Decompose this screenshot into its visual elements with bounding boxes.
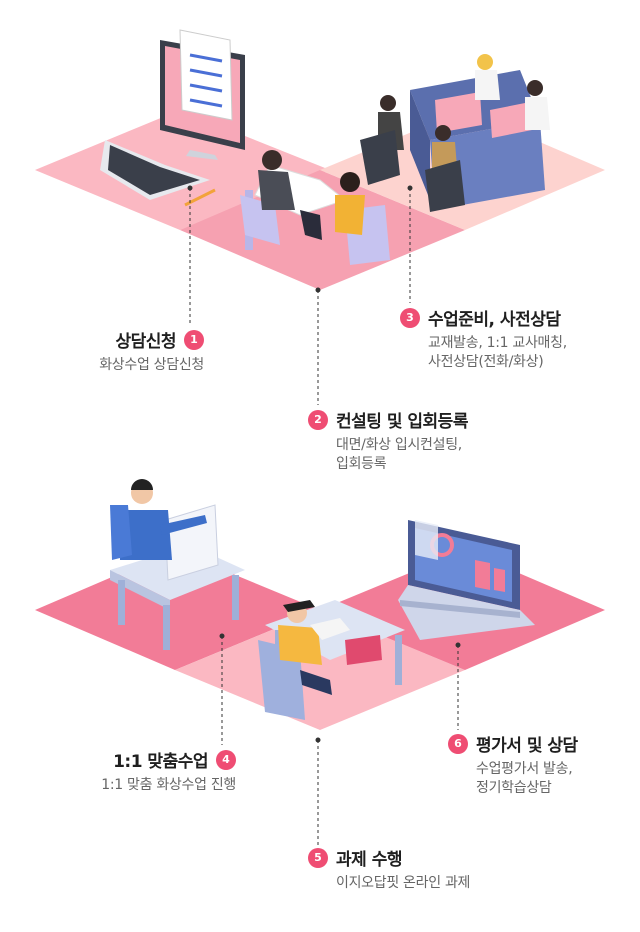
step-5-title: 과제 수행	[336, 850, 402, 870]
step-5-desc: 이지오답핏 온라인 과제	[336, 875, 471, 891]
connector-lines	[189, 188, 459, 845]
step-1-badge: 1	[184, 329, 204, 350]
step-6: 6 평가서 및 상담 수업평가서 발송, 정기학습상담	[448, 731, 578, 798]
step-2: 2 컨설팅 및 입회등록 대면/화상 입시컨설팅, 입회등록	[308, 407, 468, 474]
step-1: 상담신청 1 화상수업 상담신청	[99, 327, 204, 375]
step-4-badge: 4	[216, 749, 236, 770]
step-6-title: 평가서 및 상담	[476, 736, 578, 756]
computer-illustration	[100, 29, 245, 207]
consulting-illustration	[240, 150, 390, 265]
step-5: 5 과제 수행 이지오답핏 온라인 과제	[308, 845, 470, 893]
call-center-illustration	[360, 54, 550, 212]
step-4-desc: 1:1 맞춤 화상수업 진행	[101, 777, 236, 793]
connector-dots	[187, 185, 461, 743]
step-5-badge: 5	[308, 847, 328, 868]
laptop-illustration	[398, 520, 535, 640]
step-3-badge: 3	[400, 307, 420, 328]
step-4-title: 1:1 맞춤수업	[113, 752, 208, 772]
step-3-title: 수업준비, 사전상담	[428, 310, 561, 330]
step-3: 3 수업준비, 사전상담 교재발송, 1:1 교사매칭, 사전상담(전화/화상)	[400, 305, 567, 372]
tile-step-1	[35, 110, 330, 230]
step-1-desc: 화상수업 상담신청	[99, 357, 204, 373]
step-4: 1:1 맞춤수업 4 1:1 맞춤 화상수업 진행	[101, 747, 236, 795]
student-illustration	[258, 600, 405, 720]
step-3-desc: 교재발송, 1:1 교사매칭, 사전상담(전화/화상)	[428, 335, 567, 370]
step-1-title: 상담신청	[115, 332, 176, 352]
teacher-illustration	[110, 479, 245, 650]
step-6-badge: 6	[448, 733, 468, 754]
step-6-desc: 수업평가서 발송, 정기학습상담	[476, 761, 573, 796]
step-2-badge: 2	[308, 409, 328, 430]
step-2-desc: 대면/화상 입시컨설팅, 입회등록	[336, 437, 462, 472]
step-2-title: 컨설팅 및 입회등록	[336, 412, 468, 432]
tile-step-4	[35, 550, 320, 670]
